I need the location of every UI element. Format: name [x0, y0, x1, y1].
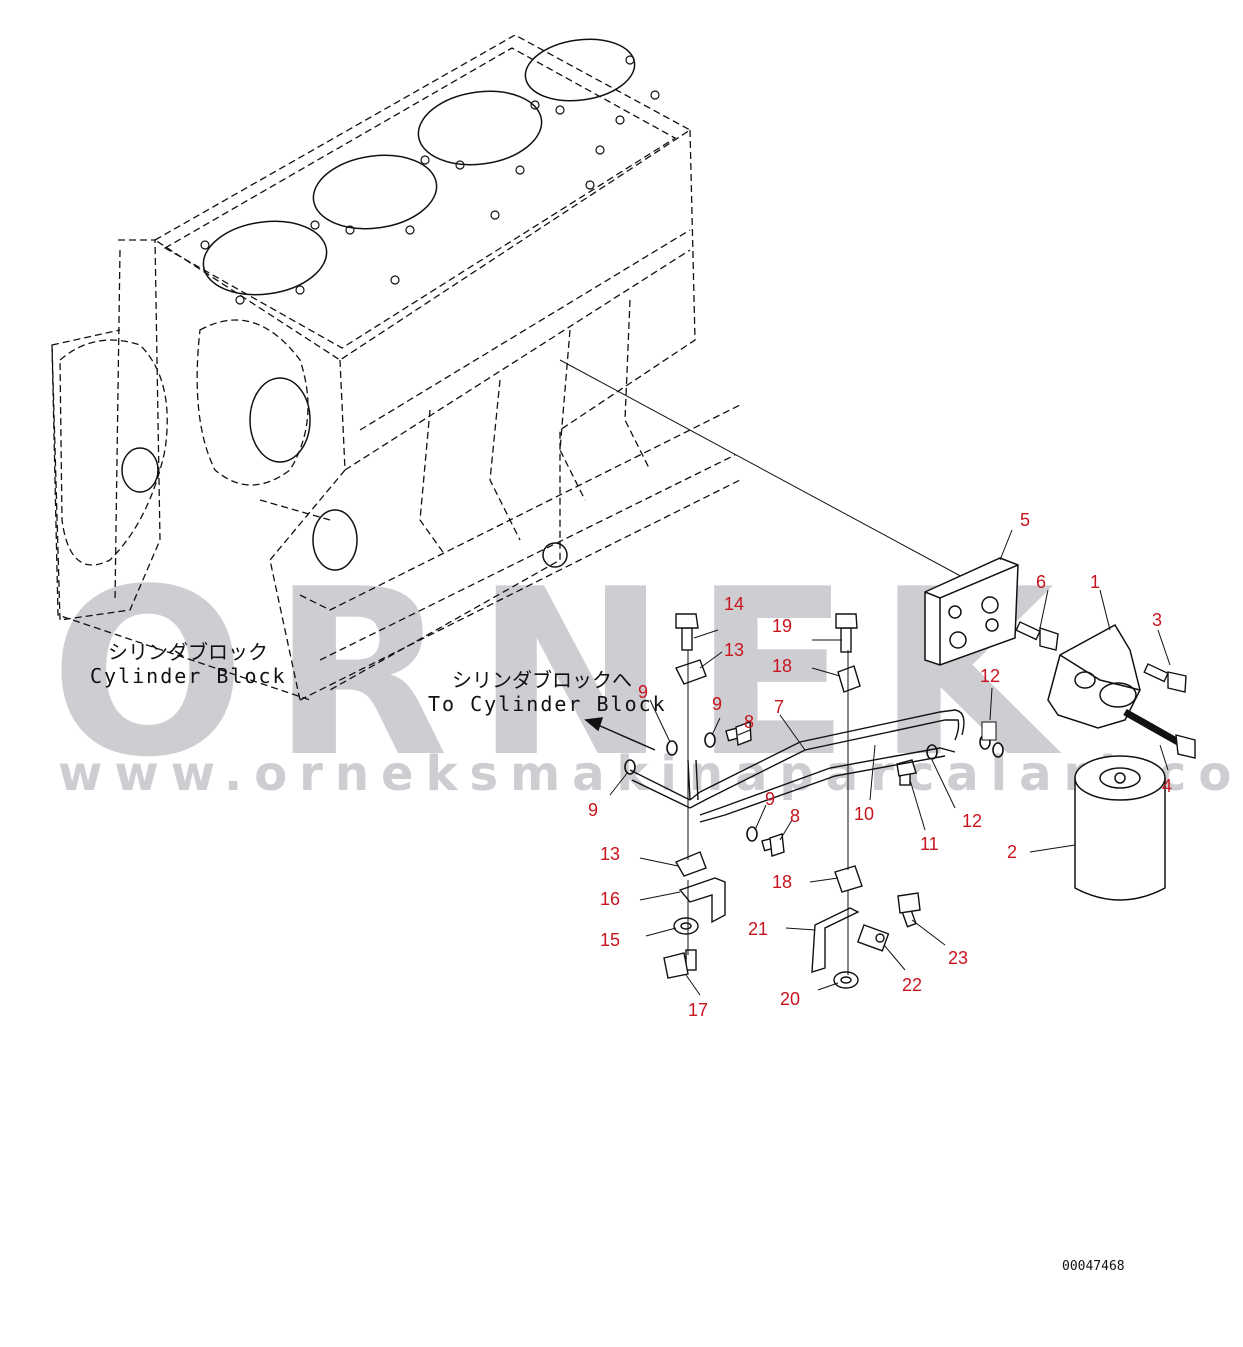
adapter-plate [924, 557, 1019, 666]
callout-6: 6 [1036, 572, 1046, 592]
drawing-number: 00047468 [1062, 1259, 1125, 1274]
bolts [663, 613, 1196, 979]
o-rings [624, 732, 1004, 842]
callout-22: 22 [902, 975, 922, 995]
callout-19: 19 [772, 616, 792, 636]
cylinder-block-label-jp: シリンダブロック [108, 640, 268, 664]
callout-9-d: 9 [765, 789, 775, 809]
cylinder-bores [121, 38, 636, 571]
clamps [674, 659, 863, 893]
brackets [678, 877, 860, 973]
arrow-to-block [584, 717, 656, 751]
oil-tubes [629, 709, 965, 823]
callout-13-upper: 13 [724, 640, 744, 660]
cylinder-block-label-en: Cylinder Block [90, 664, 287, 688]
filter-head [1047, 623, 1141, 729]
callout-8-lower: 8 [790, 806, 800, 826]
callout-23: 23 [948, 948, 968, 968]
gasket-plate [981, 721, 997, 741]
callout-4: 4 [1162, 776, 1172, 796]
callout-numbers: 5 6 1 3 4 2 12 12 11 10 7 8 8 9 9 9 9 14… [588, 510, 1172, 1020]
callout-1: 1 [1090, 572, 1100, 592]
callout-2: 2 [1007, 842, 1017, 862]
callout-15: 15 [600, 930, 620, 950]
callout-16: 16 [600, 889, 620, 909]
mount-lines [687, 650, 849, 975]
callout-21: 21 [748, 919, 768, 939]
to-cylinder-block-label-jp: シリンダブロックへ [452, 668, 632, 692]
callout-10: 10 [854, 804, 874, 824]
callout-5: 5 [1020, 510, 1030, 530]
callout-7: 7 [774, 697, 784, 717]
leader-to-block [559, 359, 1006, 601]
callout-9-a: 9 [712, 694, 722, 714]
callout-12-upper: 12 [980, 666, 1000, 686]
callout-18-upper: 18 [772, 656, 792, 676]
deck-holes [200, 55, 660, 305]
callout-14: 14 [724, 594, 744, 614]
callout-12-lower: 12 [962, 811, 982, 831]
callout-13-lower: 13 [600, 844, 620, 864]
callout-8-upper: 8 [744, 712, 754, 732]
callout-9-b: 9 [638, 682, 648, 702]
callout-3: 3 [1152, 610, 1162, 630]
callout-20: 20 [780, 989, 800, 1009]
to-cylinder-block-label-en: To Cylinder Block [428, 692, 667, 716]
callout-17: 17 [688, 1000, 708, 1020]
nuts [673, 917, 890, 989]
callout-leaders [609, 529, 1171, 996]
cylinder-block [51, 34, 741, 701]
callout-18-lower: 18 [772, 872, 792, 892]
filter-cartridge [1074, 755, 1166, 901]
callout-11: 11 [920, 834, 939, 854]
callout-9-c: 9 [588, 800, 598, 820]
